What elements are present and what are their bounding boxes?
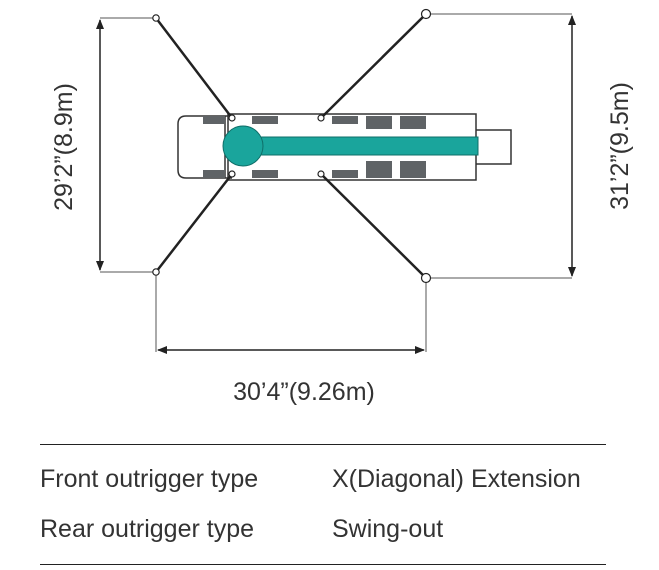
spec-row-rear: Rear outrigger type Swing-out bbox=[40, 504, 606, 554]
length-label: 30’4”(9.26m) bbox=[233, 378, 375, 406]
rear-spread-label: 31’2”(9.5m) bbox=[606, 82, 634, 210]
boom-turret bbox=[222, 125, 264, 167]
front-spread-label: 29’2”(8.9m) bbox=[50, 83, 78, 211]
spec-value: Swing-out bbox=[332, 514, 444, 543]
spec-table: Front outrigger type X(Diagonal) Extensi… bbox=[40, 444, 606, 565]
outrigger-legs bbox=[154, 12, 428, 280]
boom-arm bbox=[229, 136, 479, 156]
spec-row-front: Front outrigger type X(Diagonal) Extensi… bbox=[40, 454, 606, 504]
truck-cab bbox=[177, 115, 232, 179]
outrigger-feet bbox=[152, 8, 432, 284]
rear-left-outrigger bbox=[319, 12, 428, 120]
rear-right-outrigger bbox=[319, 172, 428, 280]
boom bbox=[222, 125, 479, 167]
outrigger-diagram: 29’2”(8.9m) 31’2”(9.5m) 30’4”(9.26m) bbox=[50, 8, 634, 406]
extension-lines bbox=[100, 13, 572, 352]
spec-value: X(Diagonal) Extension bbox=[332, 464, 581, 493]
truck-rear-step bbox=[476, 129, 512, 165]
dimension-arrows bbox=[96, 14, 576, 354]
spec-label: Front outrigger type bbox=[40, 464, 259, 493]
front-left-outrigger bbox=[154, 16, 234, 120]
outrigger-pads bbox=[203, 116, 426, 178]
front-right-outrigger bbox=[154, 172, 234, 274]
spec-label: Rear outrigger type bbox=[40, 514, 255, 543]
